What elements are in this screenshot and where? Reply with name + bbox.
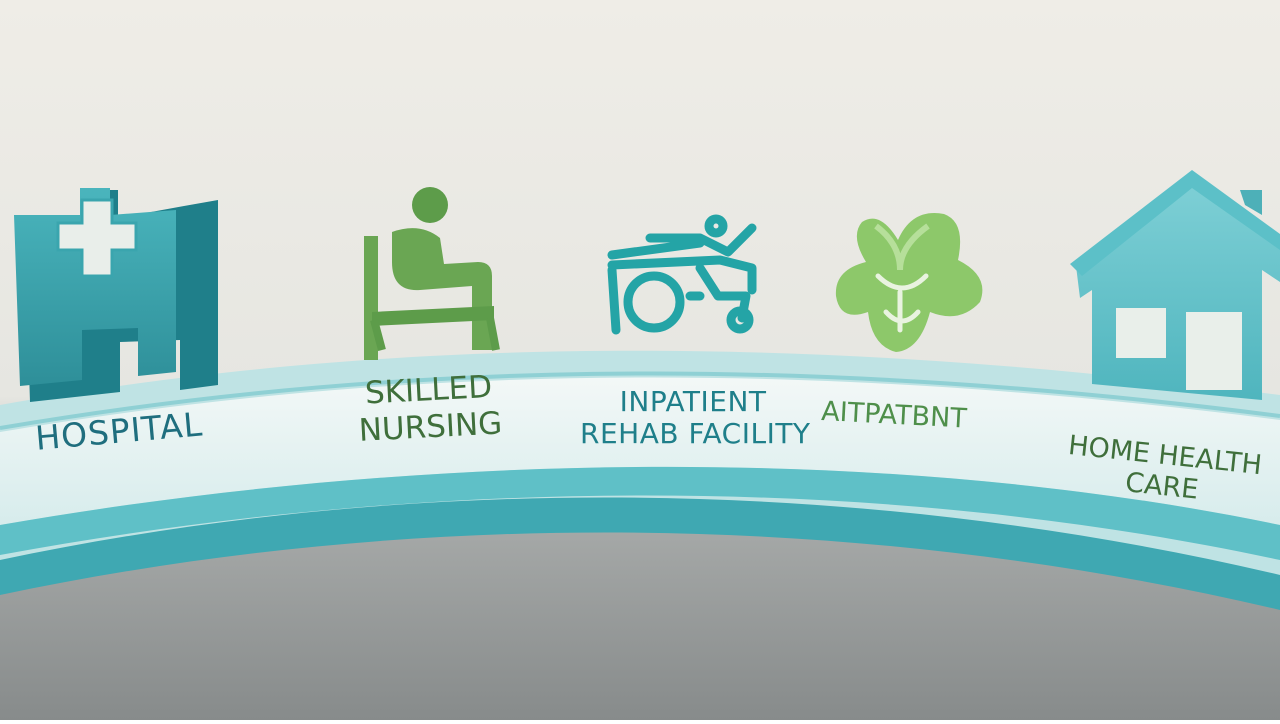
arch-band [0, 350, 1280, 610]
wheelchair-person-icon [607, 214, 757, 335]
seated-person-icon [364, 187, 500, 360]
outpatient-label-text: AITPATBNT [820, 396, 968, 435]
outpatient-label: AITPATBNT [820, 396, 968, 435]
inpatient-rehab-label: INPATIENT REHAB FACILITY [580, 385, 811, 451]
skilled-nursing-label: SKILLED NURSING [356, 368, 503, 450]
inpatient-rehab-line2: REHAB FACILITY [580, 417, 811, 451]
inpatient-rehab-line1: INPATIENT [619, 385, 767, 418]
hospital-cross-icon [14, 188, 218, 402]
house-icon [1070, 170, 1280, 400]
skilled-nursing-line2: NURSING [357, 405, 504, 450]
outpatient-leaf-icon [835, 213, 983, 352]
